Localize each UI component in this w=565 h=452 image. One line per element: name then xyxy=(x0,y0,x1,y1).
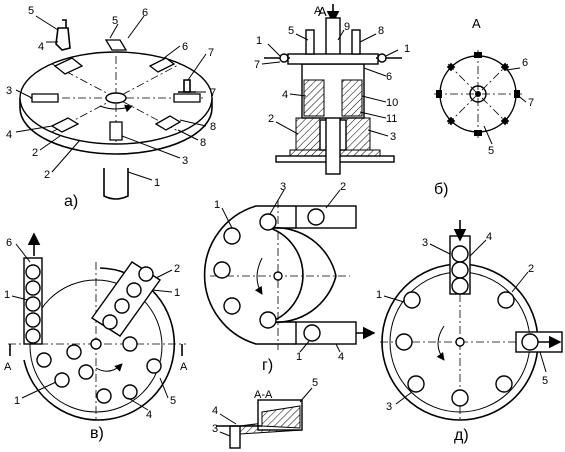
label-g-1: 1 xyxy=(214,199,220,211)
label-a-15: 1 xyxy=(154,177,160,189)
label-g-4: 1 xyxy=(296,351,302,363)
label-v-6: А xyxy=(180,361,188,373)
label-bv-4: 5 xyxy=(488,145,494,157)
caption-v: в) xyxy=(90,425,104,442)
label-b-11: 11 xyxy=(386,113,397,125)
panel-a-rotary-table: 5 4 5 6 6 7 3 7 4 8 2 8 2 3 1 а) xyxy=(6,5,216,210)
caption-a: а) xyxy=(64,193,78,210)
label-b-12: 2 xyxy=(268,113,274,125)
label-b-7: 7 xyxy=(254,59,260,71)
label-v-9: 5 xyxy=(170,395,176,407)
label-v-7: 1 xyxy=(14,395,20,407)
label-a-1: 5 xyxy=(28,5,34,17)
label-b-13: 3 xyxy=(390,131,396,143)
label-v-1: 6 xyxy=(6,237,12,249)
label-d-4: 1 xyxy=(376,289,382,301)
label-a-7: 3 xyxy=(6,85,12,97)
panel-b-section: А 9 5 8 1 1 7 6 4 10 11 2 3 б) xyxy=(254,4,449,198)
label-a-13: 2 xyxy=(44,169,50,181)
label-a-2: 4 xyxy=(38,41,44,53)
label-bv-2: 6 xyxy=(522,57,528,69)
label-b-3: 5 xyxy=(288,25,294,37)
label-g-5: 4 xyxy=(338,351,344,363)
label-v-2: 1 xyxy=(4,289,10,301)
label-d-5: 5 xyxy=(542,375,548,387)
label-a-9: 4 xyxy=(6,129,12,141)
label-vs-5: 5 xyxy=(312,377,318,389)
panel-d-slotted-rotor: 3 4 2 1 5 3 д) xyxy=(376,220,563,444)
label-a-10: 8 xyxy=(210,121,216,133)
label-d-3: 2 xyxy=(528,263,534,275)
label-g-3: 2 xyxy=(340,181,346,193)
label-vs-title: А-А xyxy=(254,389,273,401)
label-b-view-arrow: А xyxy=(318,4,327,19)
label-d-6: 3 xyxy=(386,401,392,413)
label-b-5: 1 xyxy=(256,35,262,47)
label-v-5: А xyxy=(4,361,12,373)
label-b-2: 9 xyxy=(344,21,350,33)
view-a-label: А xyxy=(472,16,481,31)
caption-g: г) xyxy=(262,357,273,374)
label-a-12: 8 xyxy=(200,137,206,149)
label-bv-3: 7 xyxy=(528,97,534,109)
label-b-4: 8 xyxy=(378,25,384,37)
label-a-6: 7 xyxy=(208,47,214,59)
label-b-10: 10 xyxy=(386,97,398,109)
panel-g-c-rotor: 1 3 2 1 4 г) xyxy=(203,181,376,374)
label-a-14: 3 xyxy=(182,155,188,167)
label-g-2: 3 xyxy=(280,181,286,193)
label-a-5: 6 xyxy=(182,41,188,53)
label-a-8: 7 xyxy=(210,87,216,99)
panel-b-view-a: А 6 7 5 xyxy=(434,16,534,157)
label-d-2: 4 xyxy=(486,231,492,243)
label-a-4: 6 xyxy=(142,7,148,19)
label-v-4: 1 xyxy=(174,287,180,299)
label-b-9: 4 xyxy=(282,89,288,101)
panel-v-disc-feeder: 6 1 2 1 А А 1 4 5 в) xyxy=(4,232,188,442)
label-d-1: 3 xyxy=(422,237,428,249)
caption-d: д) xyxy=(454,427,469,444)
label-a-3: 5 xyxy=(112,15,118,27)
label-v-3: 2 xyxy=(174,263,180,275)
label-b-1: А xyxy=(314,5,322,17)
label-a-11: 2 xyxy=(32,147,38,159)
label-vs-4: 4 xyxy=(212,405,218,417)
caption-b: б) xyxy=(434,181,449,198)
label-vs-3: 3 xyxy=(212,423,218,435)
panel-v-section-aa: А-А 5 4 3 xyxy=(212,377,318,449)
label-b-6: 1 xyxy=(404,43,410,55)
label-b-8: 6 xyxy=(386,71,392,83)
label-v-8: 4 xyxy=(146,409,152,421)
